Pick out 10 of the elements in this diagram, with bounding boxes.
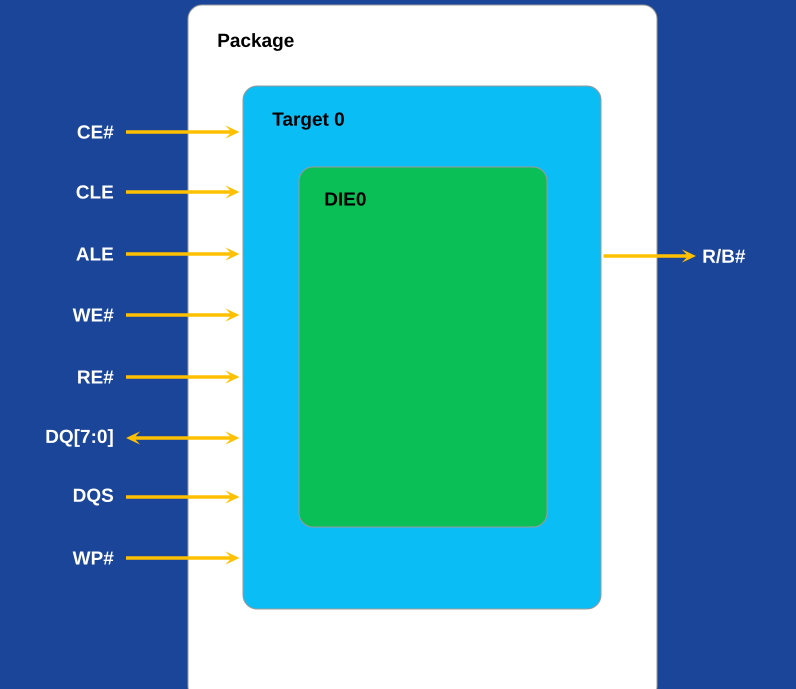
signal-label: DQS bbox=[74, 488, 114, 506]
signal-label: RE# bbox=[78, 370, 114, 384]
signal-label: CLE bbox=[76, 185, 114, 199]
signal-label: ALE bbox=[76, 247, 114, 261]
die-box: DIE0 bbox=[298, 166, 548, 528]
signal-label: WP# bbox=[72, 551, 114, 565]
signal-label: R/B# bbox=[703, 248, 746, 264]
signal-label: WE# bbox=[72, 308, 114, 322]
signal-label: DQ[7:0] bbox=[46, 429, 113, 447]
signal-label: CE# bbox=[78, 125, 114, 139]
